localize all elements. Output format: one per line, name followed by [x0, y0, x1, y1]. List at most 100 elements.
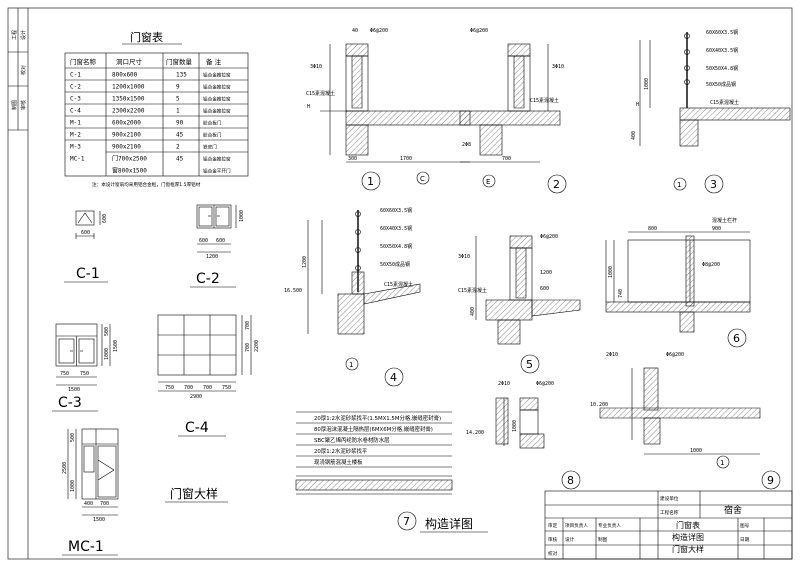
schedule-cell-note: 铝合金推拉窗 — [203, 96, 231, 103]
detail-label: 50X50成品钢 — [380, 261, 410, 268]
schedule-cell-size: 900x2100 — [112, 144, 141, 151]
detail-label: 2Φ10 — [498, 381, 510, 387]
detail-number: 5 — [526, 358, 533, 371]
schedule-title: 门窗表 — [130, 30, 163, 44]
strip-label: 工程 — [11, 30, 18, 40]
detail-label: 3Φ10 — [310, 64, 322, 70]
detail-3: 60X60X3.5钢 60X40X3.5钢 50X50X4.8钢 50X50成品… — [631, 29, 791, 194]
detail-label: 2Φ8 — [462, 142, 471, 148]
dimension-label: 1500 — [93, 517, 105, 523]
layer-label: 现浇钢筋混凝土楼板 — [314, 458, 363, 466]
detail-label: C15素混凝土 — [306, 90, 335, 97]
detail-label: Φ6@200 — [470, 28, 488, 34]
detail-label: C15素混凝土 — [530, 97, 559, 104]
dimension-label: 750 — [60, 371, 69, 377]
layer-label: 80厚泡沫混凝土隔热层(6MX6M分格,嵌缝密封膏) — [314, 425, 433, 433]
strip-label: 制图 — [11, 100, 18, 110]
detail-label: 10.200 — [590, 402, 608, 408]
schedule-cell-qty: 90 — [176, 120, 184, 127]
dimension-label: 2900 — [190, 394, 202, 400]
detail-label: H — [307, 104, 310, 110]
doors-title: 门窗大样 — [170, 486, 218, 501]
window-c3: 500 1000 1500 750 750 1500 C-3 — [52, 323, 119, 412]
strip-label: 审核 — [20, 100, 27, 110]
detail-number: 9 — [767, 474, 774, 487]
detail-number: 1 — [367, 175, 374, 188]
dimension-label: 600 — [199, 238, 208, 244]
schedule-cell-name: C-2 — [70, 84, 81, 91]
schedule-cell-name: M-1 — [70, 120, 81, 127]
detail-label: 400 — [470, 307, 476, 316]
axis-label: 1 — [349, 361, 353, 369]
dimension-label: 700 — [203, 385, 212, 391]
drawing-name: 门窗大样 — [672, 544, 704, 554]
schedule-cell-size: 900x2100 — [112, 132, 141, 139]
schedule-cell-size: 2300x2200 — [112, 108, 145, 115]
schedule-cell-qty: 5 — [176, 96, 180, 103]
title-block: 建设单位 工程名称 宿舍 审定 审核 项目负责人 专业负责人 设计 制图 校对 … — [544, 490, 793, 560]
detail-7: 20厚1:2水泥砂浆找平(1.5MX1.5M分格,嵌缝密封膏) 80厚泡沫混凝土… — [295, 411, 453, 531]
section-title: 构造详图 — [425, 516, 473, 531]
schedule-cell-qty: 2 — [176, 144, 180, 151]
layer-label: SBC聚乙烯丙纶防水卷材防水层 — [314, 436, 390, 444]
detail-label: 1700 — [400, 156, 412, 162]
dimension-label: 1000 — [239, 210, 245, 222]
schedule-cell-note: 铝合金推拉窗 — [203, 108, 231, 115]
detail-label: Φ6@200 — [666, 352, 684, 358]
detail-label: 40 — [352, 28, 358, 34]
detail-label: 400 — [631, 131, 637, 140]
title-row-label: 项目负责人 — [565, 522, 588, 529]
schedule-cell-size: 门700x2500 — [112, 155, 147, 163]
schedule-cell-name: C-4 — [70, 108, 81, 115]
detail-label: 1000 — [608, 266, 614, 278]
detail-label: 60X60X3.5钢 — [380, 207, 412, 214]
column-header: 备 注 — [206, 57, 222, 66]
detail-label: 3Φ10 — [552, 64, 564, 70]
detail-8: 2Φ10 Φ6@200 14.200 1000 8 — [466, 381, 581, 490]
dimension-label: 500 — [104, 327, 110, 336]
schedule-cell-note: 铝合金平开门 — [203, 168, 231, 175]
detail-number: 3 — [710, 178, 717, 191]
strip-label: 设计 — [20, 30, 27, 40]
column-header: 门窗数量 — [166, 57, 193, 66]
drawing-name: 门窗表 — [676, 520, 700, 530]
window-label: C-1 — [76, 266, 100, 282]
schedule-cell-note: 铝合金推拉窗 — [203, 156, 231, 163]
detail-number: 6 — [733, 332, 740, 345]
detail-number: 7 — [403, 515, 410, 528]
dimension-label: 750 — [165, 385, 174, 391]
window-label: C-2 — [196, 271, 220, 287]
title-row-label: 图号 — [740, 523, 750, 529]
detail-label: C15素混凝土 — [384, 281, 413, 288]
schedule-cell-note: 铝合金推拉窗 — [203, 84, 231, 91]
schedule-cell-size: 窗800x1500 — [112, 167, 147, 175]
dimension-label: 2500 — [62, 462, 68, 474]
schedule-cell-name: C-3 — [70, 96, 81, 103]
dimension-label: 2200 — [254, 340, 260, 352]
schedule-note: 注：本设计窗扇均采用铝合金框，门窗框厚1.5厚铝材 — [92, 181, 201, 188]
detail-6: 混凝土栏杆 800 900 1000 740 Φ8@200 6 — [605, 217, 751, 348]
detail-label: 混凝土栏杆 — [712, 217, 737, 224]
schedule-cell-qty: 1 — [176, 108, 180, 115]
dimension-label: 600 — [216, 238, 225, 244]
column-header: 洞口尺寸 — [116, 57, 143, 66]
detail-label: 60X40X3.5钢 — [380, 225, 412, 232]
detail-label: 740 — [618, 289, 624, 298]
detail-label: 50X50X4.8钢 — [380, 243, 412, 250]
detail-label: 700 — [502, 156, 511, 162]
left-binding-strip: 工程 设计 制图 审核 校对 — [11, 30, 27, 110]
detail-label: 60X40X3.5钢 — [706, 47, 738, 54]
window-mc1: 500 1000 2500 400 700 1500 MC-1 — [62, 428, 119, 556]
schedule-cell-name: C-1 — [70, 72, 81, 79]
axis-label: C — [420, 175, 425, 183]
window-c4: 750 700 700 750 2900 700 700 2200 C-4 — [157, 314, 260, 437]
schedule-cell-note: 胶合板门 — [203, 120, 222, 127]
axis-label: 1 — [677, 181, 681, 189]
detail-4: 60X60X3.5钢 60X40X3.5钢 50X50X4.8钢 50X50成品… — [284, 207, 421, 387]
window-label: C-3 — [58, 395, 82, 411]
axis-label: E — [486, 178, 490, 186]
window-c2: 600 600 1200 1000 C-2 — [190, 204, 245, 288]
dimension-label: 1200 — [206, 254, 218, 260]
dimension-label: 600 — [81, 230, 90, 236]
